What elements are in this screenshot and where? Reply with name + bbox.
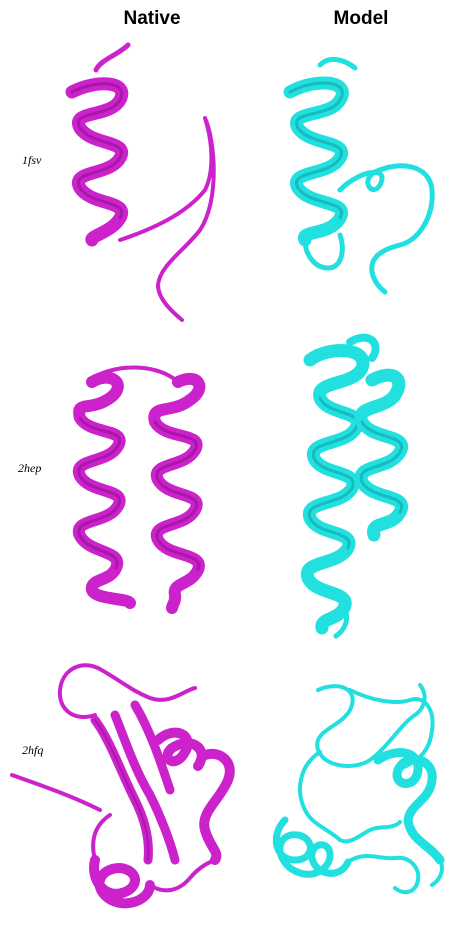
model-structure-2hfq	[276, 685, 442, 892]
native-structure-2hfq	[12, 665, 230, 903]
native-structure-1fsv	[72, 45, 214, 320]
native-structure-2hep	[79, 367, 200, 608]
model-structure-2hep	[307, 338, 401, 636]
model-structure-1fsv	[290, 59, 432, 292]
